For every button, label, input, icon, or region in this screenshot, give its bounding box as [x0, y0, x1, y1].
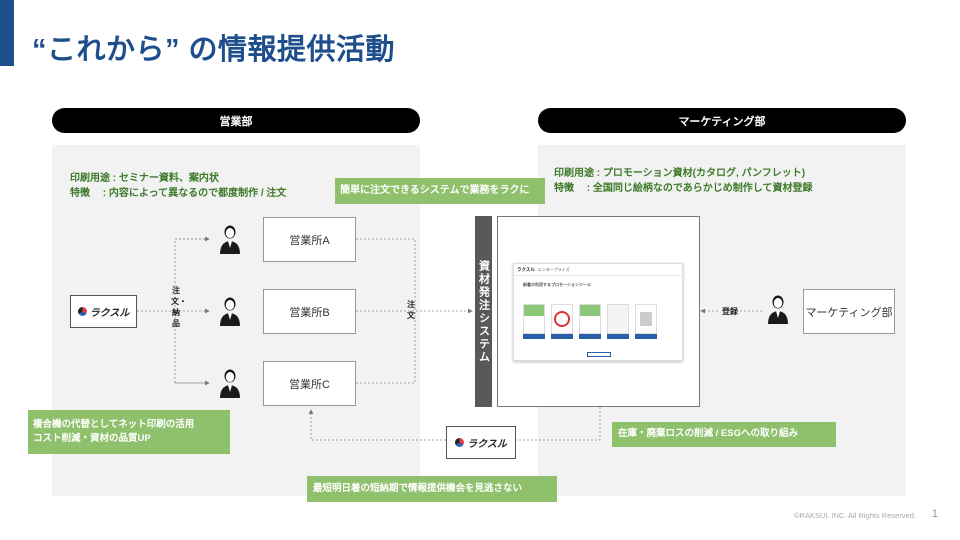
- title-accent-bar: [0, 0, 14, 66]
- system-screenshot: ラクスル エンタープライズ 新着の利用するプロモーションツール: [513, 263, 684, 361]
- product-card: [607, 304, 629, 339]
- office-box-b: 営業所B: [263, 289, 356, 334]
- sales-feature-text: 特徴 : 内容によって異なるので都度制作 / 注文: [70, 188, 287, 199]
- person-icon: [220, 369, 240, 398]
- marketing-dept-pill: マーケティング部: [538, 108, 906, 133]
- product-card: [523, 304, 545, 339]
- callout-esg: 在庫・廃棄ロスの削減 / ESGへの取り組み: [612, 422, 836, 447]
- product-card: [551, 304, 573, 339]
- sales-usage-text: 印刷用途 : セミナー資料、案内状: [70, 173, 219, 184]
- order-label: 注文: [407, 300, 415, 320]
- callout-line: 複合機の代替としてネット印刷の活用: [33, 419, 195, 430]
- raksul-logo-left: ラクスル: [70, 295, 137, 328]
- order-delivery-label: 注文・納品: [171, 286, 187, 328]
- page-number: 1: [931, 508, 938, 520]
- copyright-text: ©RAKSUL INC. All Rights Reserved.: [794, 511, 916, 520]
- marketing-dept-box: マーケティング部: [803, 289, 895, 334]
- callout-easy-order: 簡単に注文できるシステムで業務をラクに: [335, 178, 545, 204]
- screenshot-brand: ラクスル: [517, 267, 535, 272]
- product-card: [579, 304, 601, 339]
- marketing-feature-text: 特徴 : 全国同じ絵柄なのであらかじめ制作して資材登録: [554, 183, 813, 194]
- callout-cost-reduction: 複合機の代替としてネット印刷の活用 コスト削減・資材の品質UP: [28, 410, 230, 454]
- marketing-usage-text: 印刷用途 : プロモーション資材(カタログ, パンフレット): [554, 168, 806, 179]
- callout-short-delivery: 最短明日着の短納期で情報提供機会を見逃さない: [307, 476, 557, 502]
- person-icon: [768, 295, 788, 324]
- office-box-c: 営業所C: [263, 361, 356, 406]
- person-icon: [220, 297, 240, 326]
- page-title: “これから” の情報提供活動: [32, 34, 396, 66]
- ordering-system-label: 資材発注システム: [475, 216, 492, 407]
- sales-dept-pill: 営業部: [52, 108, 420, 133]
- office-box-a: 営業所A: [263, 217, 356, 262]
- logo-icon: ラクスル: [455, 435, 507, 450]
- callout-line: コスト削減・資材の品質UP: [33, 433, 151, 444]
- screenshot-nav: エンタープライズ: [537, 267, 570, 272]
- logo-icon: ラクスル: [77, 304, 129, 319]
- system-screenshot-frame: ラクスル エンタープライズ 新着の利用するプロモーションツール: [497, 216, 700, 407]
- product-card: [635, 304, 657, 339]
- raksul-logo-bottom: ラクスル: [446, 426, 516, 459]
- person-icon: [220, 225, 240, 254]
- register-label: 登録: [720, 306, 740, 317]
- screenshot-heading: 新着の利用するプロモーションツール: [523, 282, 591, 287]
